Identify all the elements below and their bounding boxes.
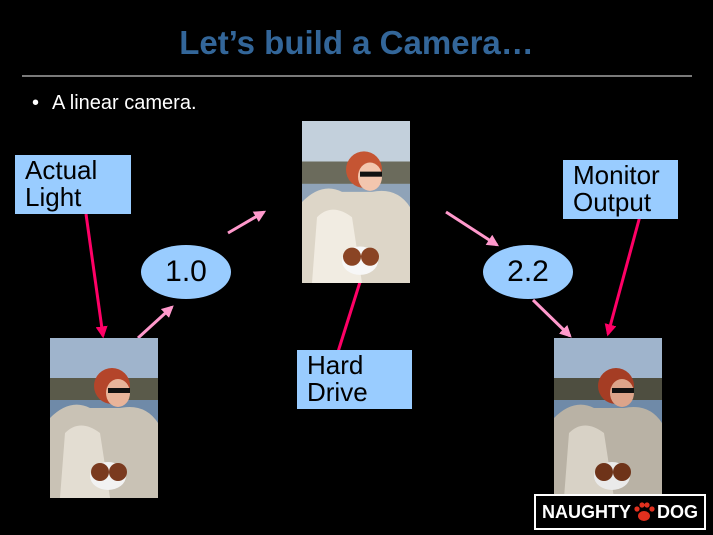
logo-text-left: NAUGHTY xyxy=(541,501,631,522)
connector-drive-label xyxy=(335,281,362,356)
title-divider xyxy=(22,75,692,77)
paw-icon xyxy=(634,502,655,521)
bullet-dot-icon: • xyxy=(32,92,40,114)
arrow-monitor-label xyxy=(604,215,642,337)
actual-light-line1: Actual xyxy=(25,155,98,185)
hard-drive-box: Hard Drive xyxy=(297,350,412,409)
arrow-drive-to-gamma2 xyxy=(445,210,500,247)
bullet-item: • A linear camera. xyxy=(32,92,197,115)
hard-drive-line2: Drive xyxy=(307,377,368,407)
hard-drive-line1: Hard xyxy=(307,350,364,380)
monitor-output-line2: Output xyxy=(573,187,652,217)
photo-actual-light xyxy=(50,338,158,498)
gamma-encode-value: 1.0 xyxy=(165,255,207,288)
actual-light-line2: Light xyxy=(25,182,82,212)
photo-hard-drive xyxy=(302,121,410,283)
logo-text-right: DOG xyxy=(656,501,698,522)
monitor-output-box: Monitor Output xyxy=(563,160,678,219)
gamma-encode-ellipse: 1.0 xyxy=(141,245,231,299)
gamma-display-value: 2.2 xyxy=(507,255,549,288)
photo-monitor-output xyxy=(554,338,662,498)
arrow-gamma2-to-monitor xyxy=(531,298,572,338)
arrow-light-to-photo xyxy=(84,213,108,339)
gamma-display-ellipse: 2.2 xyxy=(483,245,573,299)
bullet-text: A linear camera. xyxy=(52,92,197,114)
monitor-output-line1: Monitor xyxy=(573,160,660,190)
arrow-gamma1-to-drive xyxy=(227,210,267,235)
arrow-photo-to-gamma1 xyxy=(136,305,174,340)
slide-title: Let’s build a Camera… xyxy=(179,24,534,61)
actual-light-box: Actual Light xyxy=(15,155,131,214)
naughty-dog-logo: NAUGHTY DOG xyxy=(534,494,706,530)
